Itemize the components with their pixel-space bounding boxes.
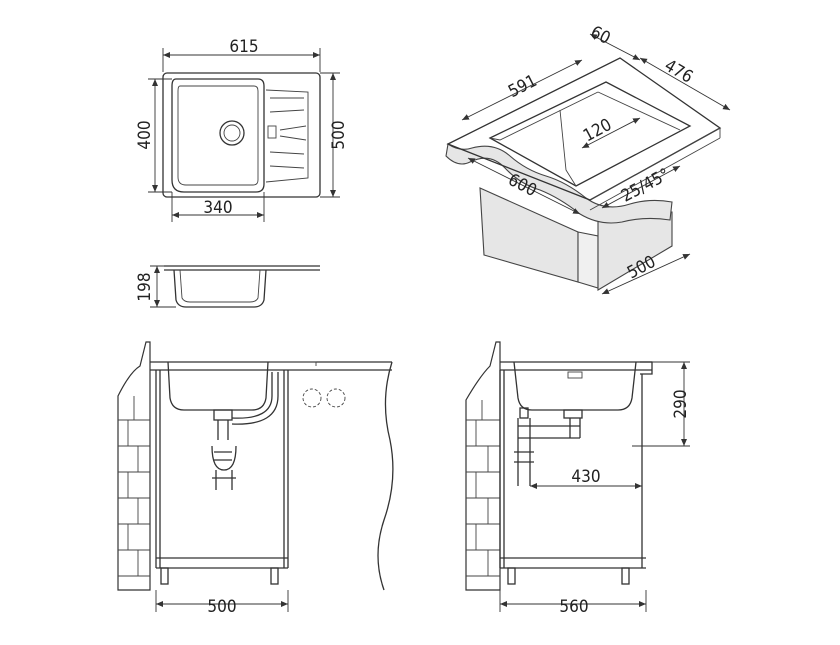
dim-290: 290 — [671, 389, 691, 418]
dim-cabinet-500: 500 — [207, 597, 236, 617]
dim-476: 476 — [661, 56, 696, 88]
dim-120: 120 — [580, 115, 615, 146]
front-installation-view: 500 — [117, 341, 394, 617]
side-view: 198 — [135, 265, 320, 308]
dim-615: 615 — [229, 37, 258, 57]
dim-60: 60 — [587, 22, 613, 49]
dim-angle: 25/45° — [618, 165, 673, 207]
top-view: 615 400 500 340 — [135, 37, 349, 222]
dim-198: 198 — [135, 272, 155, 301]
installation-3d-view: 591 60 476 120 600 25/45° 500 — [445, 22, 731, 295]
dim-430: 430 — [571, 467, 600, 487]
dim-340: 340 — [203, 198, 232, 218]
dim-560: 560 — [559, 597, 588, 617]
dim-500-top: 500 — [329, 120, 349, 149]
side-installation-view: 290 430 560 — [465, 341, 691, 617]
dim-591: 591 — [505, 71, 540, 102]
dim-400: 400 — [135, 120, 155, 149]
